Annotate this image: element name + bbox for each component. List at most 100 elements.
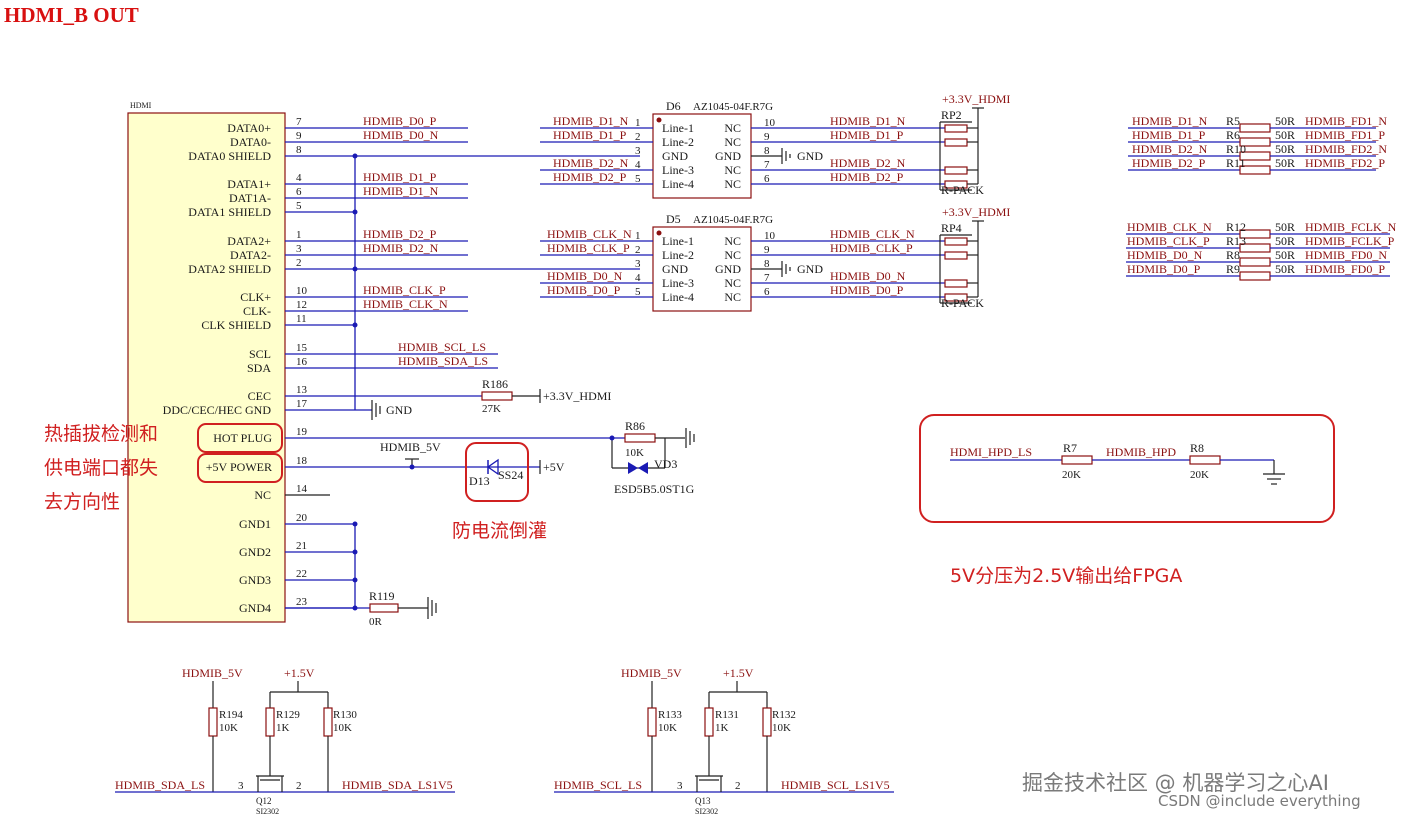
connector-pin-label: CEC (248, 389, 271, 403)
mosfet-ref: Q13 (695, 796, 711, 806)
ls-pin-d: 2 (296, 780, 302, 792)
esd-in-net: HDMIB_D0_P (547, 283, 621, 297)
series-ref: R13 (1226, 234, 1246, 248)
connector-pin-number: 11 (296, 313, 307, 325)
diode-callout (465, 442, 529, 502)
connector-pin-label: DDC/CEC/HEC GND (163, 403, 272, 417)
connector-pin-label: DAT1A- (229, 191, 271, 205)
ls-resistor-c (762, 707, 772, 737)
rpack-ref: RP4 (941, 221, 962, 235)
series-out-net: HDMIB_FD2_N (1305, 142, 1387, 156)
diode-note: 防电流倒灌 (452, 520, 547, 542)
connector-pin-number: 3 (296, 243, 302, 255)
ls-ra-val: 10K (219, 722, 238, 734)
divider-gnd-icon (1263, 460, 1285, 485)
hpd-resistor (624, 433, 656, 443)
connector-pin-number: 18 (296, 455, 308, 467)
hdmib5v-label: HDMIB_5V (380, 440, 441, 454)
esd-pin-right-label: NC (724, 276, 741, 290)
gnd-res-ref: R119 (369, 589, 395, 603)
hotplug-note-3: 去方向性 (44, 491, 120, 513)
ls-rc-val: 10K (772, 722, 791, 734)
esd-pin-num-right: 9 (764, 244, 770, 256)
series-out-net: HDMIB_FD1_N (1305, 114, 1387, 128)
pin1-dot (656, 230, 662, 236)
ls-resistor-a (647, 707, 657, 737)
hotplug-note-1: 热插拔检测和 (44, 423, 158, 445)
ls-pin-s: 3 (238, 780, 244, 792)
series-out-net: HDMIB_FD1_P (1305, 128, 1385, 142)
hdmi-connector-name: HDMI (130, 101, 152, 110)
esd-pin-right-label: NC (724, 234, 741, 248)
divider-in-net: HDMI_HPD_LS (950, 445, 1032, 459)
esd-in-net: HDMIB_CLK_P (547, 241, 630, 255)
divider-r1-val: 20K (1062, 469, 1081, 481)
hpd-junction (609, 435, 615, 441)
esd-pin-left-label: Line-2 (662, 248, 694, 262)
watermark-line2: CSDN @include everything (1158, 792, 1361, 810)
esd-pin-right-label: NC (724, 290, 741, 304)
rpack-type: R-PACK (941, 296, 984, 310)
divider-r2-val: 20K (1190, 469, 1209, 481)
ls-rb-val: 1K (276, 722, 290, 734)
series-ref: R10 (1226, 142, 1246, 156)
connector-pin-number: 9 (296, 130, 302, 142)
series-ref: R11 (1226, 156, 1246, 170)
esd-pin-num-right: 7 (764, 272, 770, 284)
connector-pin-number: 20 (296, 512, 308, 524)
series-in-net: HDMIB_CLK_P (1127, 234, 1210, 248)
ls-resistor-c (323, 707, 333, 737)
esd-pin-num-left: 3 (635, 258, 641, 270)
ddc-gnd-label: GND (386, 403, 412, 417)
esd-pin-num-right: 6 (764, 173, 770, 185)
connector-pin-label: DATA0- (230, 135, 271, 149)
esd-pin-num-right: 10 (764, 230, 776, 242)
page-title: HDMI_B OUT (4, 3, 139, 27)
ls-rail: +1.5V (723, 666, 754, 680)
ls-pin-s: 3 (677, 780, 683, 792)
connector-pin-number: 13 (296, 384, 308, 396)
esd-pin-num-left: 4 (635, 272, 641, 284)
esd-in-net: HDMIB_CLK_N (547, 227, 632, 241)
series-ref: R8 (1226, 248, 1240, 262)
diode-ref: D13 (469, 474, 490, 488)
esd-out-net: HDMIB_D0_N (830, 269, 906, 283)
connector-pin-number: 5 (296, 200, 302, 212)
connector-pin-label: DATA0+ (227, 121, 271, 135)
connector-pin-label: DATA2+ (227, 234, 271, 248)
hpd-ref: R86 (625, 419, 645, 433)
series-in-net: HDMIB_D0_P (1127, 262, 1201, 276)
esd-pin-right-label: NC (724, 135, 741, 149)
tvs-ref: VD3 (654, 457, 677, 471)
esd-chip-ref: D6 (666, 99, 681, 113)
series-out-net: HDMIB_FCLK_N (1305, 220, 1397, 234)
connector-pin-number: 15 (296, 342, 308, 354)
series-in-net: HDMIB_CLK_N (1127, 220, 1212, 234)
divider-r2-ref: R8 (1190, 441, 1204, 455)
esd-pin-left-label: Line-3 (662, 163, 694, 177)
esd-chip-ref: D5 (666, 212, 681, 226)
ls-in-net: HDMIB_SCL_LS (554, 778, 642, 792)
esd-pin-left-label: GND (662, 149, 688, 163)
esd-pin-left-label: GND (662, 262, 688, 276)
connector-pin-number: 22 (296, 568, 307, 580)
series-val: 50R (1275, 262, 1295, 276)
series-in-net: HDMIB_D1_P (1132, 128, 1206, 142)
ls-rc-ref: R130 (333, 709, 357, 721)
gnd-resistor (369, 603, 399, 613)
esd-pin-num-left: 5 (635, 286, 641, 298)
divider-r1-ref: R7 (1063, 441, 1077, 455)
esd-pin-num-right: 10 (764, 117, 776, 129)
esd-pin-num-right: 8 (764, 258, 770, 270)
hotplug-note-2: 供电端口都失 (44, 457, 158, 479)
ls-pin-d: 2 (735, 780, 741, 792)
hdmi-connector-body (127, 112, 286, 623)
connector-pin-number: 8 (296, 144, 302, 156)
esd-in-net: HDMIB_D1_P (553, 128, 627, 142)
ls-ra-ref: R194 (219, 709, 243, 721)
series-ref: R12 (1226, 220, 1246, 234)
esd-gnd-label: GND (797, 149, 823, 163)
connector-pin-label: GND1 (239, 517, 271, 531)
